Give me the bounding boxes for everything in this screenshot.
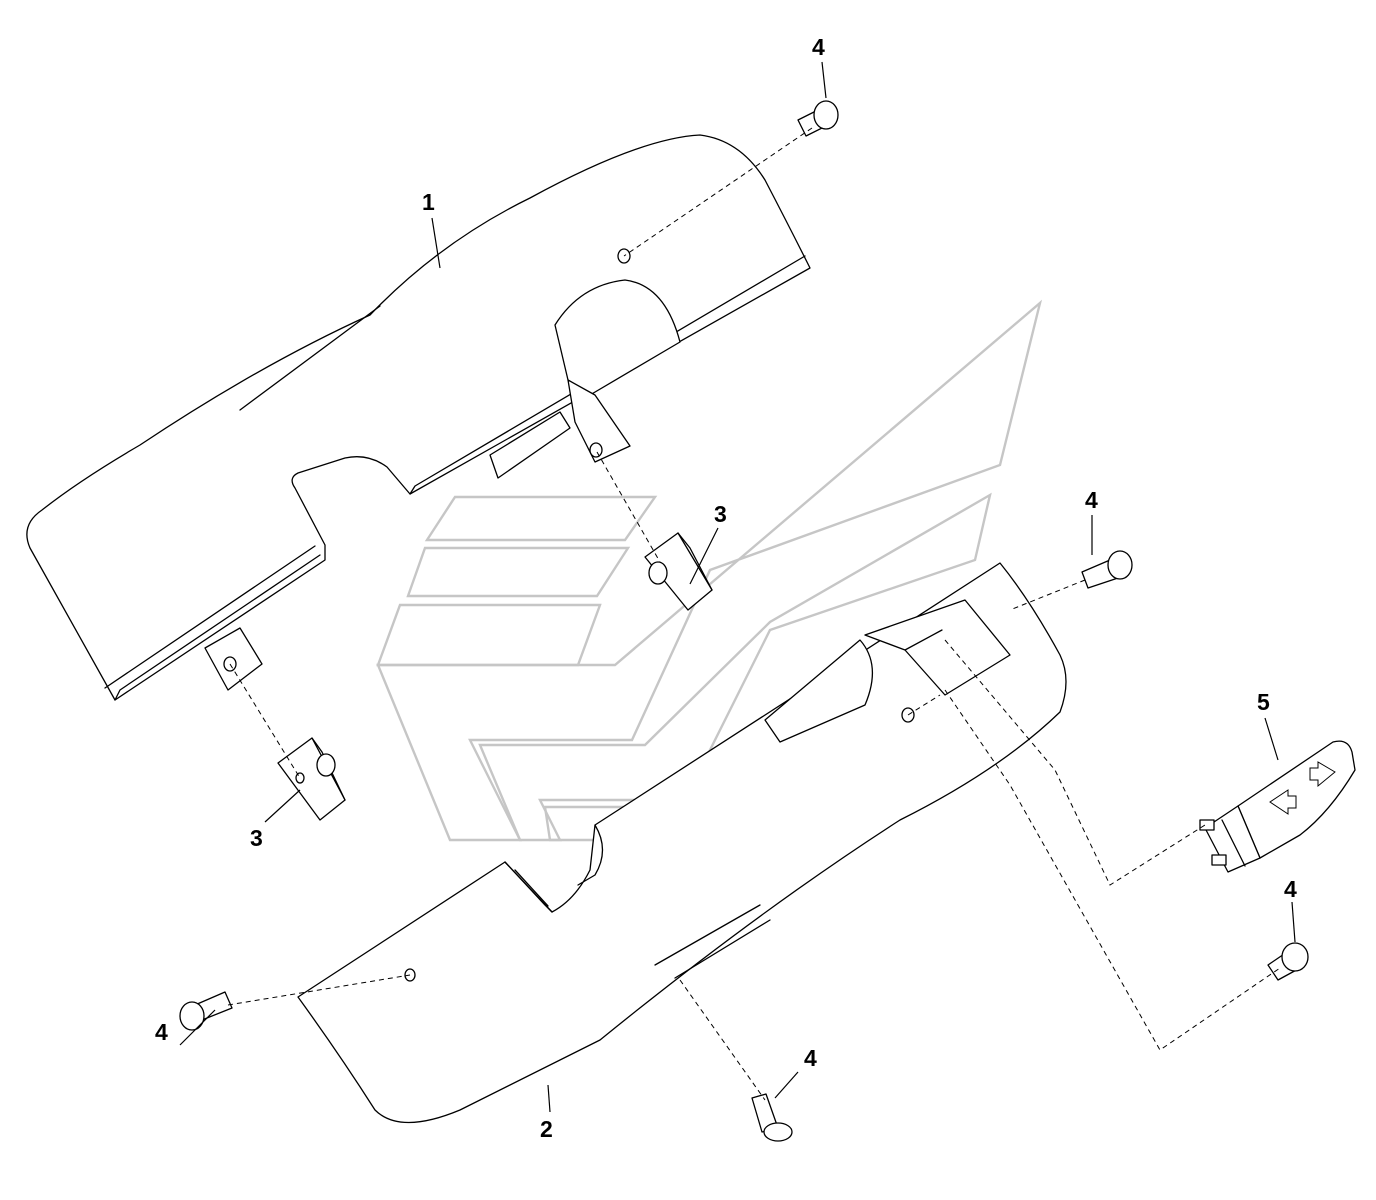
callout-label: 5 (1257, 689, 1270, 715)
screw-right-lower (1267, 942, 1309, 981)
upper-housing-cover (26, 134, 811, 701)
screw-right-upper (1081, 550, 1133, 589)
clip-upper (644, 532, 713, 611)
clip-lower (277, 737, 346, 821)
switch-module (1199, 740, 1356, 873)
callout-label: 1 (422, 189, 435, 215)
callout-labels: 4 1 2 3 3 4 4 4 4 5 (155, 34, 1297, 1142)
callout-label: 4 (804, 1045, 817, 1071)
callout-label: 4 (1085, 487, 1098, 513)
assembly-lines (227, 127, 1281, 1101)
lower-housing-cover (297, 562, 1067, 1124)
callout-label: 3 (714, 501, 727, 527)
screw-bottom-center (751, 1093, 793, 1142)
screw-top (797, 100, 839, 137)
callout-leaders (179, 61, 1296, 1113)
screw-bottom-left (179, 991, 233, 1031)
callout-label: 3 (250, 825, 263, 851)
callout-label: 2 (540, 1116, 553, 1142)
callout-label: 4 (1284, 876, 1297, 902)
callout-label: 4 (155, 1019, 168, 1045)
callout-label: 4 (812, 34, 825, 60)
